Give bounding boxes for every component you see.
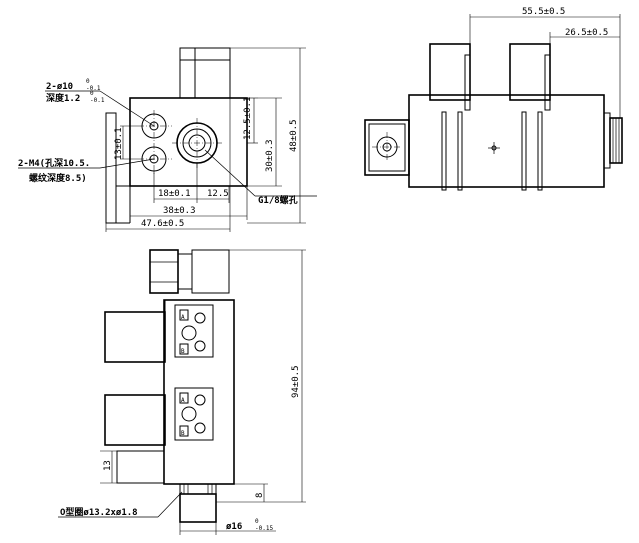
bottom-top-fitting — [149, 249, 179, 294]
bottom-fitting — [179, 493, 217, 523]
label-hole-depth: 深度1.2 — [46, 92, 80, 104]
dim-26-5: 26.5±0.5 — [565, 28, 608, 38]
terminal-block-2 — [174, 387, 214, 441]
dim-30: 30±0.3 — [265, 139, 275, 172]
dim-38: 38±0.3 — [163, 206, 196, 216]
dim-18: 18±0.1 — [158, 189, 191, 199]
terminal-2-b: B — [181, 430, 185, 437]
bottom-coil-2 — [104, 394, 166, 446]
svg-text:-0.1: -0.1 — [86, 85, 101, 92]
svg-text:0: 0 — [86, 78, 90, 85]
front-valve-body — [129, 97, 248, 187]
bottom-view: A B A B 94±0.5 8 13 ø — [58, 249, 306, 535]
dim-94: 94±0.5 — [291, 365, 301, 398]
side-coil-1 — [429, 43, 471, 101]
dim-47-6: 47.6±0.5 — [141, 219, 184, 229]
dim-48: 48±0.5 — [289, 119, 299, 152]
side-view: 55.5±0.5 26.5±0.5 — [364, 7, 623, 191]
label-oring: O型圈ø13.2xø1.8 — [60, 506, 138, 518]
side-coil-2 — [509, 43, 551, 101]
dim-13: 13±0.1 — [114, 127, 124, 160]
dim-8: 8 — [255, 493, 265, 498]
label-thread-spec-2: 螺纹深度8.5) — [29, 172, 87, 184]
front-view: 12.5±0.1 30±0.3 48±0.5 13±0.1 18±0.1 12.… — [18, 47, 317, 232]
dim-12-5-h: 12.5 — [207, 189, 229, 199]
terminal-block-1 — [174, 304, 214, 358]
svg-text:-0.15: -0.15 — [255, 525, 273, 532]
svg-text:-0.1: -0.1 — [90, 97, 105, 104]
dim-55-5: 55.5±0.5 — [522, 7, 565, 17]
side-main-body — [408, 94, 605, 188]
label-hole-spec: 2-ø10 — [46, 82, 73, 92]
svg-text:0: 0 — [90, 90, 94, 97]
terminal-2-a: A — [181, 397, 185, 404]
front-coil-body — [179, 47, 231, 99]
terminal-1-b: B — [181, 348, 185, 355]
svg-text:0: 0 — [255, 518, 259, 525]
bottom-coil-1 — [104, 311, 166, 363]
dim-13-side: 13 — [103, 460, 113, 471]
label-pipe-thread: G1/8螺孔 — [258, 194, 298, 206]
terminal-1-a: A — [181, 314, 185, 321]
dim-dia16: ø16 — [226, 522, 242, 532]
label-thread-spec-1: 2-M4(孔深10.5. — [18, 157, 90, 169]
dim-12-5-v: 12.5±0.1 — [243, 97, 253, 140]
